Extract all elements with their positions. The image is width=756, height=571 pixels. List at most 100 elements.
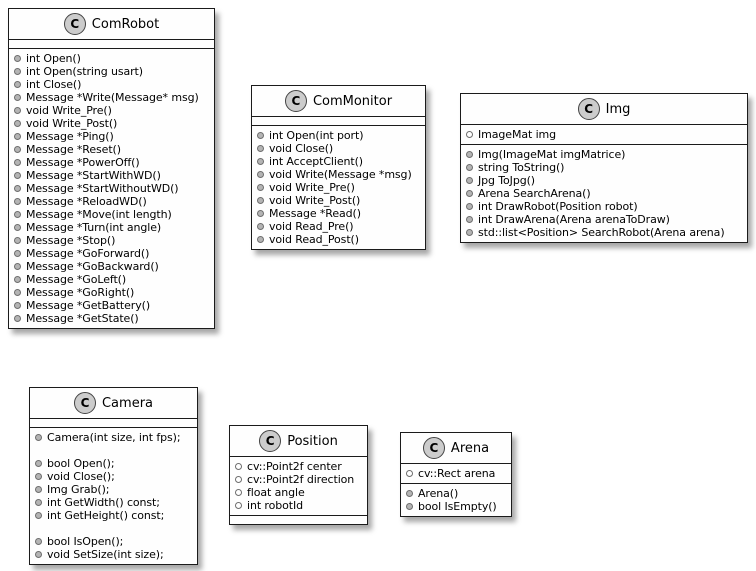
method-signature: Arena SearchArena() <box>478 187 591 200</box>
method-visibility-icon <box>35 486 42 493</box>
field-row: float angle <box>235 486 362 499</box>
class-name: Position <box>287 433 338 449</box>
method-signature: Message *StartWithWD() <box>26 169 161 182</box>
method-row: Message *GetState() <box>14 312 209 325</box>
method-signature: Message *ReloadWD() <box>26 195 147 208</box>
method-visibility-icon <box>466 151 473 158</box>
class-letter-icon: C <box>422 437 445 459</box>
field-row: ImageMat img <box>466 128 742 141</box>
fields-compartment <box>252 116 425 125</box>
method-row: void Write_Pre() <box>257 181 420 194</box>
method-signature: int GetHeight() const; <box>47 509 165 522</box>
method-signature: std::list<Position> SearchRobot(Arena ar… <box>478 226 725 239</box>
class-name: ComMonitor <box>312 93 393 109</box>
method-visibility-icon <box>14 133 21 140</box>
method-signature: Message *GetState() <box>26 312 139 325</box>
method-visibility-icon <box>14 315 21 322</box>
method-row: Message *Reset() <box>14 143 209 156</box>
class-name: Img <box>605 101 631 117</box>
method-visibility-icon <box>14 289 21 296</box>
method-signature: bool IsEmpty() <box>418 500 497 513</box>
method-visibility-icon <box>257 236 264 243</box>
method-signature: void Close(); <box>47 470 115 483</box>
method-row: bool IsOpen(); <box>35 535 192 548</box>
method-signature: Img(ImageMat imgMatrice) <box>478 148 626 161</box>
method-row: Message *GoRight() <box>14 286 209 299</box>
method-signature: Message *GoBackward() <box>26 260 159 273</box>
method-visibility-icon <box>466 203 473 210</box>
method-visibility-icon <box>14 55 21 62</box>
method-visibility-icon <box>14 159 21 166</box>
method-signature: Message *Write(Message* msg) <box>26 91 199 104</box>
method-signature: Message *Move(int length) <box>26 208 172 221</box>
method-visibility-icon <box>466 164 473 171</box>
method-signature: Message *Stop() <box>26 234 116 247</box>
method-signature: Arena() <box>418 487 459 500</box>
fields-compartment <box>30 418 197 427</box>
method-row: Arena() <box>406 487 506 500</box>
field-visibility-icon <box>235 463 242 470</box>
class-box-arena: C Arena cv::Rect arena Arena()bool IsEmp… <box>400 432 512 517</box>
class-header: C Img <box>461 94 747 124</box>
method-visibility-icon <box>466 177 473 184</box>
method-row: Camera(int size, int fps); <box>35 431 192 444</box>
method-row: void Read_Post() <box>257 233 420 246</box>
method-visibility-icon <box>35 551 42 558</box>
method-visibility-icon <box>466 216 473 223</box>
method-signature: int DrawRobot(Position robot) <box>478 200 638 213</box>
method-visibility-icon <box>14 107 21 114</box>
method-row: Message *StartWithoutWD() <box>14 182 209 195</box>
method-signature: void Read_Post() <box>269 233 359 246</box>
method-visibility-icon <box>466 229 473 236</box>
method-row: Img Grab(); <box>35 483 192 496</box>
method-signature: int Open(int port) <box>269 129 364 142</box>
method-signature: Img Grab(); <box>47 483 110 496</box>
method-signature: void Write_Pre() <box>269 181 355 194</box>
method-visibility-icon <box>14 211 21 218</box>
method-row: Message *GoBackward() <box>14 260 209 273</box>
method-row: Message *PowerOff() <box>14 156 209 169</box>
method-visibility-icon <box>257 184 264 191</box>
class-name: ComRobot <box>91 16 160 32</box>
method-row: int AcceptClient() <box>257 155 420 168</box>
method-row: int Close() <box>14 78 209 91</box>
method-visibility-icon <box>14 263 21 270</box>
method-row: int DrawRobot(Position robot) <box>466 200 742 213</box>
method-row: void Write_Pre() <box>14 104 209 117</box>
method-visibility-icon <box>14 198 21 205</box>
method-signature: Message *GetBattery() <box>26 299 151 312</box>
field-signature: int robotId <box>247 499 304 512</box>
method-signature: bool IsOpen(); <box>47 535 124 548</box>
method-visibility-icon <box>257 158 264 165</box>
method-row: Img(ImageMat imgMatrice) <box>466 148 742 161</box>
field-row: cv::Point2f center <box>235 460 362 473</box>
method-visibility-icon <box>257 223 264 230</box>
method-row: void Close() <box>257 142 420 155</box>
method-row: Message *GetBattery() <box>14 299 209 312</box>
class-letter-icon: C <box>259 430 282 452</box>
method-visibility-icon <box>14 185 21 192</box>
class-letter-icon: C <box>63 13 86 35</box>
class-letter-icon: C <box>577 98 600 120</box>
class-header: C Camera <box>30 388 197 418</box>
field-row: cv::Rect arena <box>406 467 506 480</box>
class-box-commonitor: C ComMonitor int Open(int port)void Clos… <box>251 85 426 250</box>
method-visibility-icon <box>14 172 21 179</box>
class-letter-icon: C <box>73 392 96 414</box>
method-visibility-icon <box>257 132 264 139</box>
method-signature: void Write_Pre() <box>26 104 112 117</box>
method-signature: void Close() <box>269 142 334 155</box>
method-row: Message *GoLeft() <box>14 273 209 286</box>
method-row: Message *Read() <box>257 207 420 220</box>
method-visibility-icon <box>35 473 42 480</box>
method-signature: string ToString() <box>478 161 565 174</box>
field-visibility-icon <box>466 131 473 138</box>
method-row: void Write_Post() <box>257 194 420 207</box>
method-row: int DrawArena(Arena arenaToDraw) <box>466 213 742 226</box>
method-signature: void Write_Post() <box>269 194 361 207</box>
fields-compartment: ImageMat img <box>461 124 747 144</box>
method-signature: Message *GoForward() <box>26 247 150 260</box>
class-header: C Arena <box>401 433 511 463</box>
